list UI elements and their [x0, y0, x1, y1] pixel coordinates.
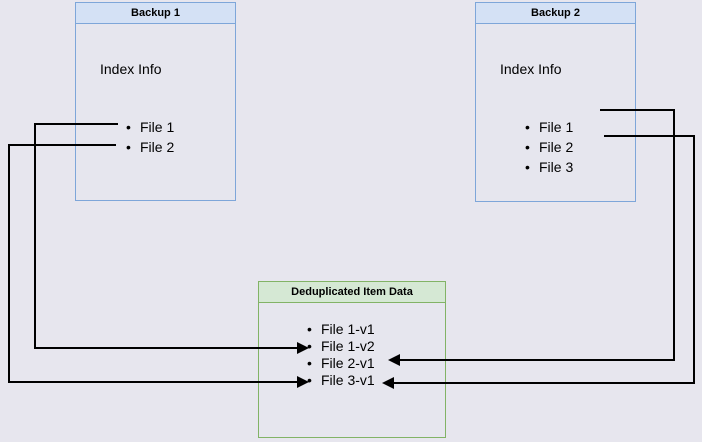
list-item: File 2-v1	[307, 355, 375, 372]
list-item: File 2	[126, 137, 174, 157]
list-item: File 1-v1	[307, 321, 375, 338]
list-item: File 1	[525, 117, 573, 137]
backup-1-index-label: Index Info	[100, 61, 162, 77]
backup-2-box[interactable]: Backup 2 Index Info File 1 File 2 File 3	[475, 2, 636, 202]
list-item: File 3	[525, 157, 573, 177]
deduplicated-item-list: File 1-v1 File 1-v2 File 2-v1 File 3-v1	[307, 321, 375, 389]
list-item: File 3-v1	[307, 372, 375, 389]
backup-1-body: Index Info File 1 File 2	[76, 24, 235, 200]
list-item: File 2	[525, 137, 573, 157]
backup-1-box[interactable]: Backup 1 Index Info File 1 File 2	[75, 2, 236, 201]
list-item: File 1-v2	[307, 338, 375, 355]
backup-1-file-list: File 1 File 2	[126, 117, 174, 157]
deduplicated-item-data-box[interactable]: Deduplicated Item Data File 1-v1 File 1-…	[258, 281, 446, 438]
backup-2-header: Backup 2	[476, 3, 635, 24]
backup-1-header: Backup 1	[76, 3, 235, 24]
deduplicated-item-data-header: Deduplicated Item Data	[259, 282, 445, 303]
backup-2-index-label: Index Info	[500, 61, 562, 77]
list-item: File 1	[126, 117, 174, 137]
deduplicated-item-data-body: File 1-v1 File 1-v2 File 2-v1 File 3-v1	[259, 303, 445, 437]
backup-2-file-list: File 1 File 2 File 3	[525, 117, 573, 177]
backup-2-body: Index Info File 1 File 2 File 3	[476, 24, 635, 201]
